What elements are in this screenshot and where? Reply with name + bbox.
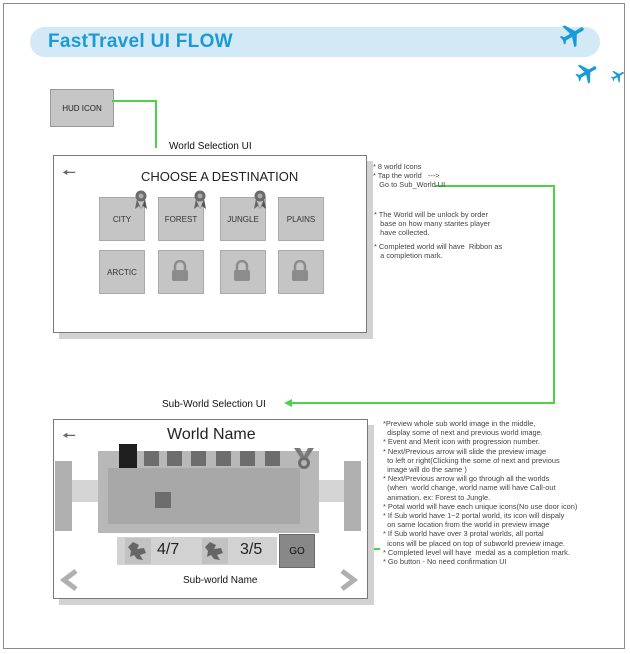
portal-icon[interactable]: [240, 451, 255, 466]
world-name-title: World Name: [167, 426, 256, 443]
flow-line: [290, 402, 555, 404]
go-button-label: GO: [289, 545, 305, 557]
flow-line: [553, 185, 555, 403]
title-bar: [30, 27, 600, 57]
lock-icon: [292, 260, 308, 281]
section-label-sub-world: Sub-World Selection UI: [162, 399, 266, 410]
merit-counter: 3/5: [240, 541, 263, 558]
flow-arrowhead: [284, 399, 292, 407]
portal-icon[interactable]: [155, 492, 171, 508]
ribbon-icon: [254, 190, 266, 209]
next-arrow-icon[interactable]: [338, 569, 358, 591]
preview-inner-area: [108, 468, 300, 524]
medal-icon: [294, 448, 314, 469]
portal-icon[interactable]: [265, 451, 280, 466]
prev-world-preview[interactable]: [55, 461, 72, 531]
preview-side-band: [72, 480, 98, 502]
world-tile-jungle[interactable]: JUNGLE: [220, 197, 266, 241]
event-icon: [125, 538, 151, 564]
sub-world-name: Sub-world Name: [183, 575, 258, 586]
tile-label: JUNGLE: [227, 214, 259, 224]
tile-label: CITY: [112, 214, 132, 224]
lock-icon: [172, 260, 188, 281]
back-arrow-icon[interactable]: 🠔: [62, 165, 77, 182]
world-tile-plains[interactable]: PLAINS: [278, 197, 324, 241]
world-note-3: * Completed world will have Ribbon as a …: [374, 242, 503, 261]
tile-label: FOREST: [164, 214, 198, 224]
world-note-1: * 8 world Icons * Tap the world ---> Go …: [373, 162, 446, 190]
prev-arrow-icon[interactable]: [60, 569, 80, 591]
portal-icon-active[interactable]: [119, 444, 137, 468]
hud-icon-label: HUD ICON: [62, 103, 102, 113]
section-label-world-selection: World Selection UI: [169, 141, 252, 152]
preview-side-band: [319, 480, 344, 502]
go-button[interactable]: GO: [279, 534, 315, 568]
next-world-preview[interactable]: [344, 461, 361, 531]
airplane-icon: [575, 64, 597, 84]
world-note-2: * The World will be unlock by order base…: [374, 210, 491, 238]
flow-line: [155, 100, 157, 148]
event-counter: 4/7: [157, 541, 180, 558]
tile-label: PLAINS: [286, 214, 316, 224]
portal-icon[interactable]: [144, 451, 159, 466]
airplane-icon: [610, 70, 624, 83]
portal-icon[interactable]: [167, 451, 182, 466]
ribbon-icon: [135, 190, 147, 209]
page-frame: [3, 3, 625, 649]
flow-line: [112, 100, 156, 102]
world-selection-heading: CHOOSE A DESTINATION: [141, 169, 299, 184]
flow-line: [435, 185, 555, 187]
hud-icon-box[interactable]: HUD ICON: [50, 89, 114, 127]
tile-label: ARCTIC: [107, 267, 137, 277]
world-tile-arctic[interactable]: ARCTIC: [99, 250, 145, 294]
portal-icon[interactable]: [191, 451, 206, 466]
ribbon-icon: [194, 190, 206, 209]
merit-icon: [202, 538, 228, 564]
lock-icon: [234, 260, 250, 281]
portal-icon[interactable]: [216, 451, 231, 466]
back-arrow-icon[interactable]: 🠔: [62, 428, 77, 445]
sub-world-notes: *Preview whole sub world image in the mi…: [383, 419, 578, 567]
airplane-icon: [559, 25, 584, 48]
page-title: FastTravel UI FLOW: [48, 31, 233, 52]
world-selection-panel: [53, 155, 367, 333]
